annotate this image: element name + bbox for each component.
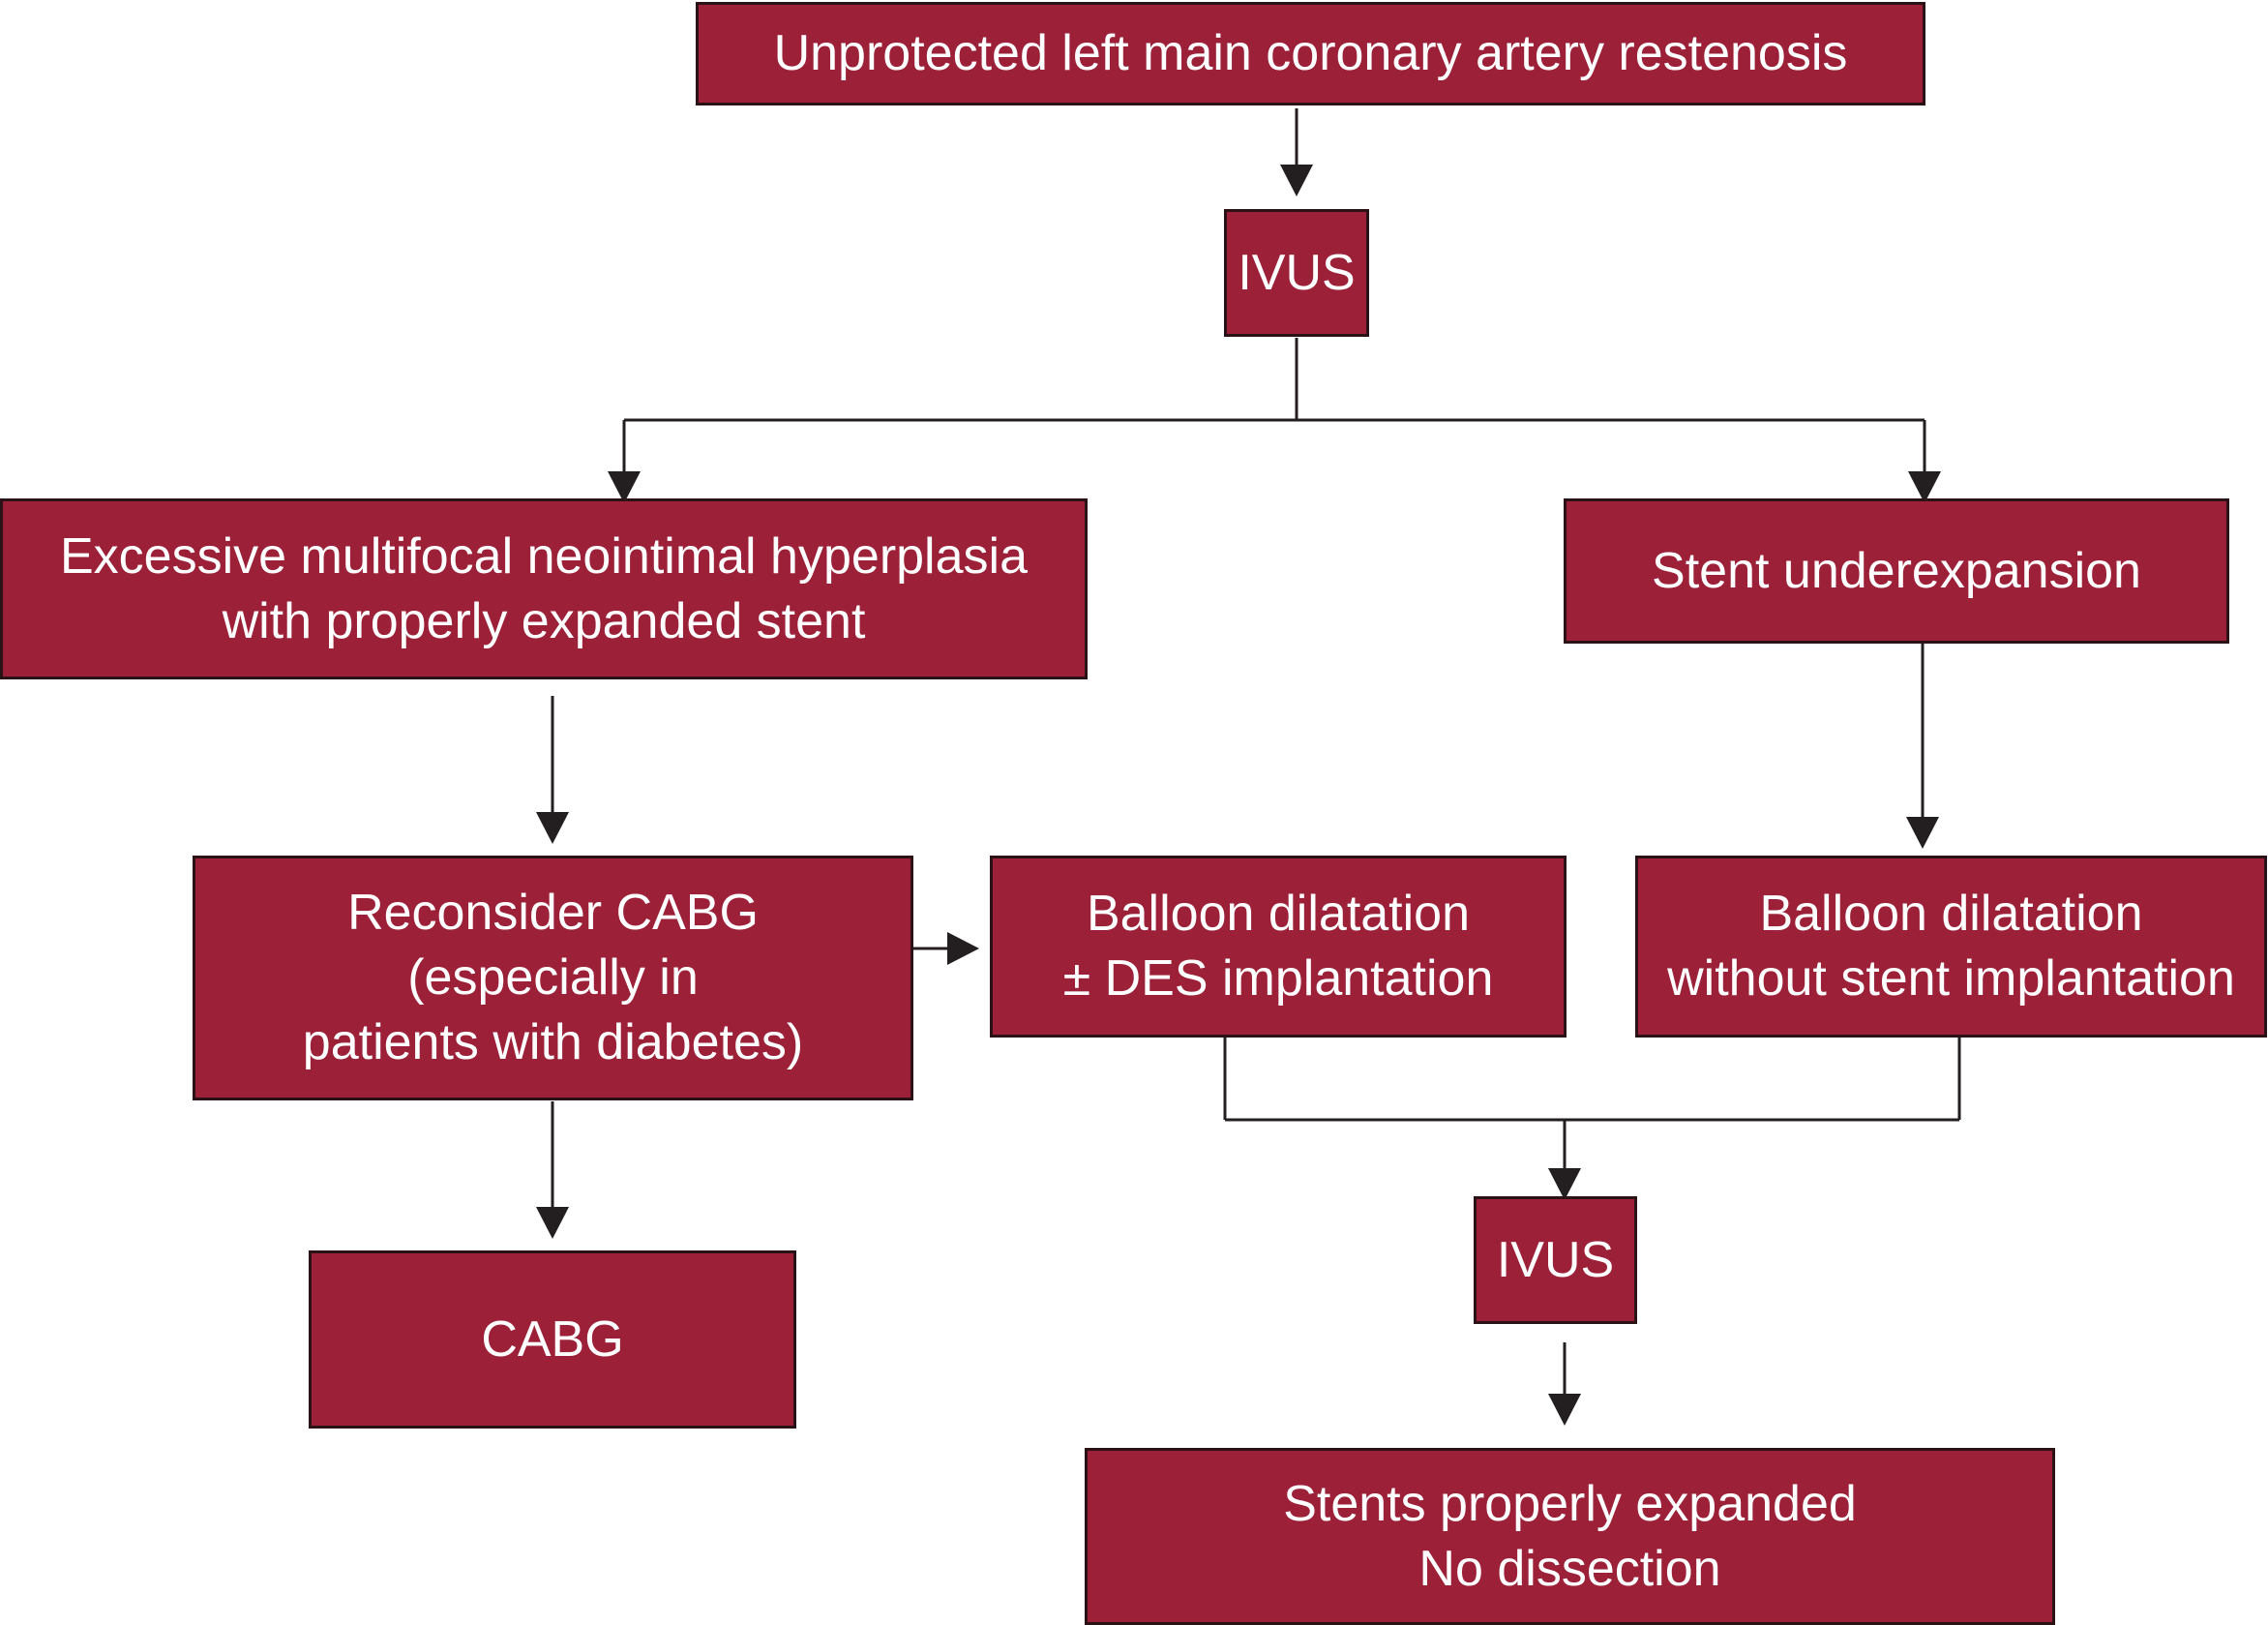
node-hyperplasia-line-1: Excessive multifocal neointimal hyperpla…: [59, 527, 1028, 585]
node-reconsider-cabg: Reconsider CABG (especially in patients …: [193, 856, 913, 1100]
node-ivus-top-line-1: IVUS: [1238, 244, 1356, 301]
arrowhead-reconsider: [536, 812, 569, 844]
arrowhead-cabg: [536, 1207, 569, 1239]
arrowhead-result: [1548, 1394, 1581, 1426]
node-restenosis: Unprotected left main coronary artery re…: [696, 2, 1925, 105]
node-result: Stents properly expanded No dissection: [1085, 1448, 2055, 1625]
arrowhead-underexpansion: [1908, 471, 1941, 503]
node-balloon-no-stent-line-2: without stent implantation: [1667, 950, 2235, 1007]
node-balloon-des: Balloon dilatation ± DES implantation: [990, 856, 1567, 1038]
node-result-line-1: Stents properly expanded: [1283, 1475, 1857, 1532]
node-balloon-no-stent-line-1: Balloon dilatation: [1759, 886, 2143, 942]
node-reconsider-cabg-line-2: (especially in: [407, 949, 699, 1006]
node-cabg: CABG: [309, 1250, 796, 1429]
node-balloon-des-line-1: Balloon dilatation: [1086, 886, 1471, 942]
arrowhead-ivus-bottom: [1548, 1168, 1581, 1200]
node-underexpansion: Stent underexpansion: [1564, 498, 2229, 644]
node-ivus-bottom-line-1: IVUS: [1496, 1231, 1615, 1288]
node-underexpansion-line-1: Stent underexpansion: [1652, 542, 2141, 599]
arrowhead-balloon-des: [947, 932, 979, 965]
node-balloon-des-line-2: ± DES implantation: [1062, 950, 1494, 1007]
node-hyperplasia-line-2: with properly expanded stent: [222, 592, 866, 649]
node-ivus-bottom: IVUS: [1474, 1196, 1637, 1324]
node-result-line-2: No dissection: [1418, 1540, 1721, 1597]
node-balloon-no-stent: Balloon dilatation without stent implant…: [1635, 856, 2267, 1038]
node-restenosis-line-1: Unprotected left main coronary artery re…: [773, 25, 1848, 81]
node-reconsider-cabg-line-3: patients with diabetes): [302, 1014, 804, 1070]
arrowhead-hyperplasia: [608, 471, 641, 503]
arrowhead-balloon-no-stent: [1906, 817, 1939, 849]
node-reconsider-cabg-line-1: Reconsider CABG: [347, 885, 759, 941]
arrowhead-ivus-top: [1280, 165, 1313, 196]
node-ivus-top: IVUS: [1224, 209, 1369, 337]
node-hyperplasia: Excessive multifocal neointimal hyperpla…: [0, 498, 1088, 679]
node-cabg-line-1: CABG: [481, 1310, 624, 1368]
